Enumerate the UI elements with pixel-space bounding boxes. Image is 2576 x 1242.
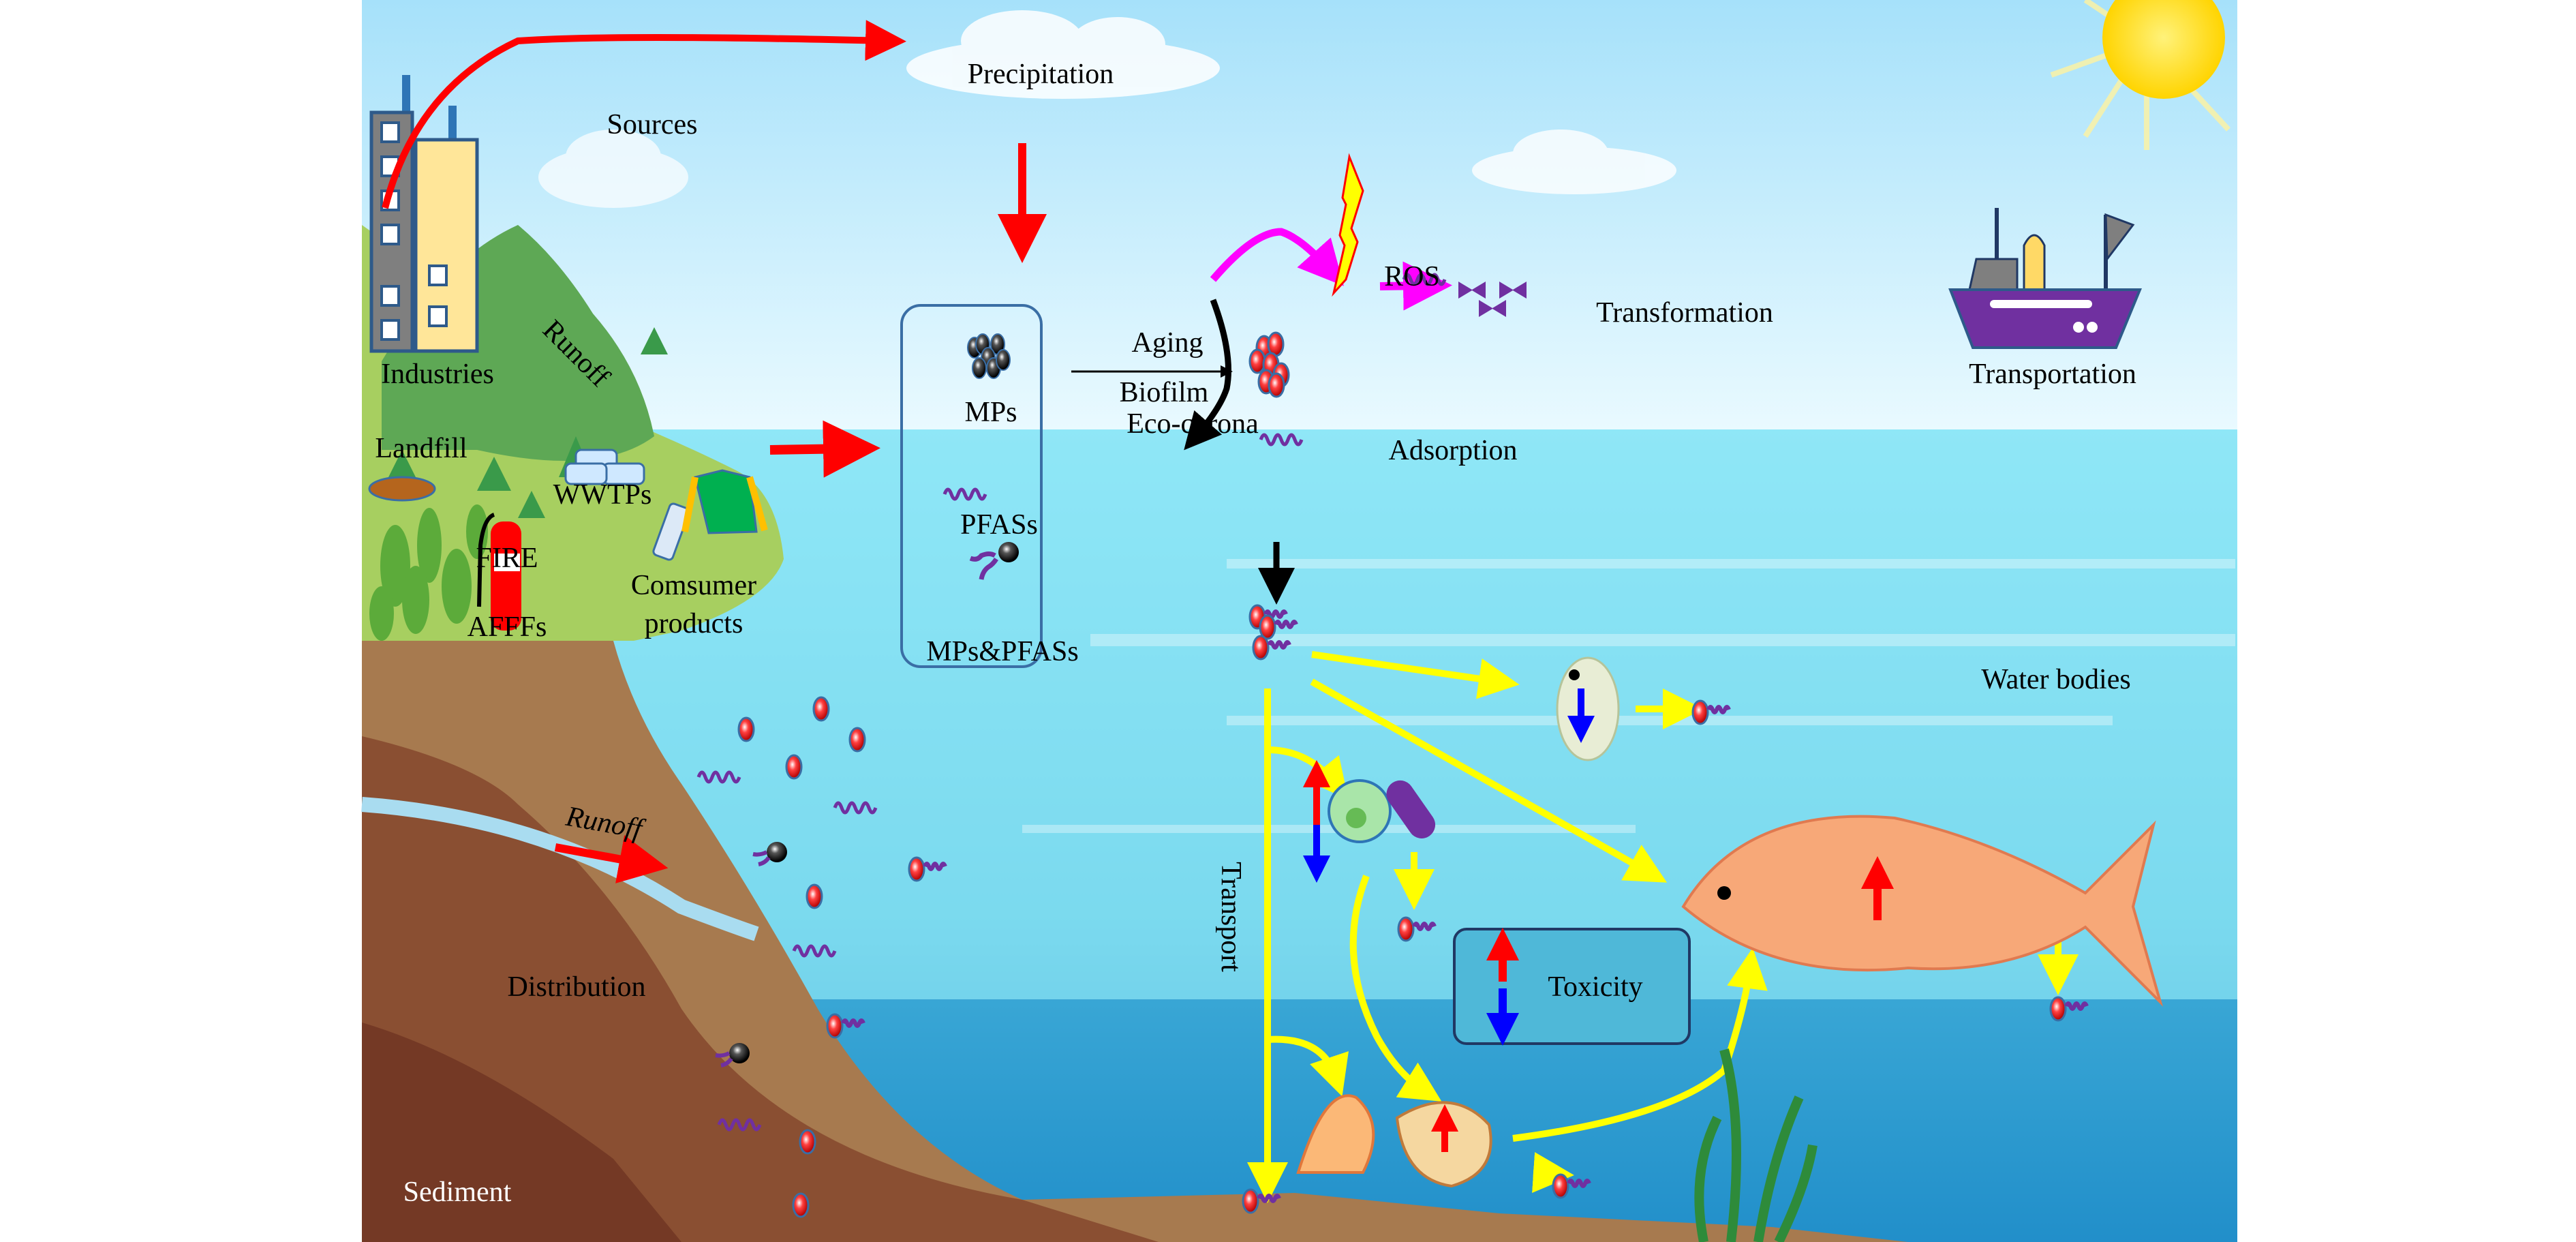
label-eco-corona: Eco-corona [1126, 408, 1259, 440]
label-sediment: Sediment [403, 1177, 512, 1208]
shellfish-icon [1296, 1094, 1492, 1188]
cloud [1472, 130, 1676, 194]
label-water-bodies: Water bodies [1981, 664, 2130, 695]
fire-extinguisher-icon: FIRE [476, 513, 538, 631]
fire-label: FIRE [476, 543, 538, 574]
consumer-products-icon [652, 469, 768, 561]
label-biofilm: Biofilm [1120, 377, 1209, 408]
land-to-water-arrow [769, 420, 880, 478]
label-wwtps: WWTPs [553, 479, 652, 511]
emission-arrow [382, 20, 906, 209]
label-distribution: Distribution [507, 971, 645, 1003]
ship-icon [1948, 208, 2142, 349]
label-consumer-2: products [645, 608, 743, 639]
cloud [906, 10, 1220, 99]
label-transformation: Transformation [1596, 297, 1773, 329]
label-consumer-1: Comsumer [631, 570, 756, 601]
fish-icon [1681, 815, 2164, 1007]
wwtp-icon [564, 449, 645, 485]
seagrass-icon [1694, 1048, 1818, 1242]
adsorption-arrow [1184, 299, 1231, 451]
sun-icon [2050, 0, 2230, 150]
label-industries: Industries [381, 359, 494, 390]
dispersed-particles [699, 696, 2087, 1218]
label-aging: Aging [1132, 327, 1203, 359]
label-adsorption: Adsorption [1389, 435, 1518, 466]
label-pfass: PFASs [960, 509, 1038, 541]
algae-bacteria-icon [1303, 760, 1436, 883]
label-landfill: Landfill [375, 433, 467, 464]
label-transport: Transport [1215, 862, 1246, 972]
ros-arrow [1210, 228, 1344, 286]
label-mps: MPs [964, 397, 1017, 428]
landfill-icon [368, 476, 436, 502]
transformation-product-icon [1458, 282, 1527, 317]
label-ros: ROS [1384, 261, 1440, 292]
label-precipitation: Precipitation [968, 59, 1114, 90]
label-transportation: Transportation [1969, 359, 2136, 390]
factory-icon [369, 75, 479, 353]
label-toxicity: Toxicity [1548, 971, 1642, 1003]
cloud [538, 130, 688, 208]
label-mps-pfass: MPs&PFASs [926, 636, 1078, 667]
mps-icon [967, 333, 1011, 379]
mps-pfas-icon [969, 542, 1019, 580]
label-sources: Sources [607, 109, 698, 140]
pollutant-types-box [900, 304, 1043, 668]
zooplankton-icon [1556, 656, 1620, 761]
runoff-sediment-arrow [554, 835, 669, 883]
label-afffs: AFFFs [467, 611, 547, 643]
lightning-icon [1332, 153, 1364, 297]
